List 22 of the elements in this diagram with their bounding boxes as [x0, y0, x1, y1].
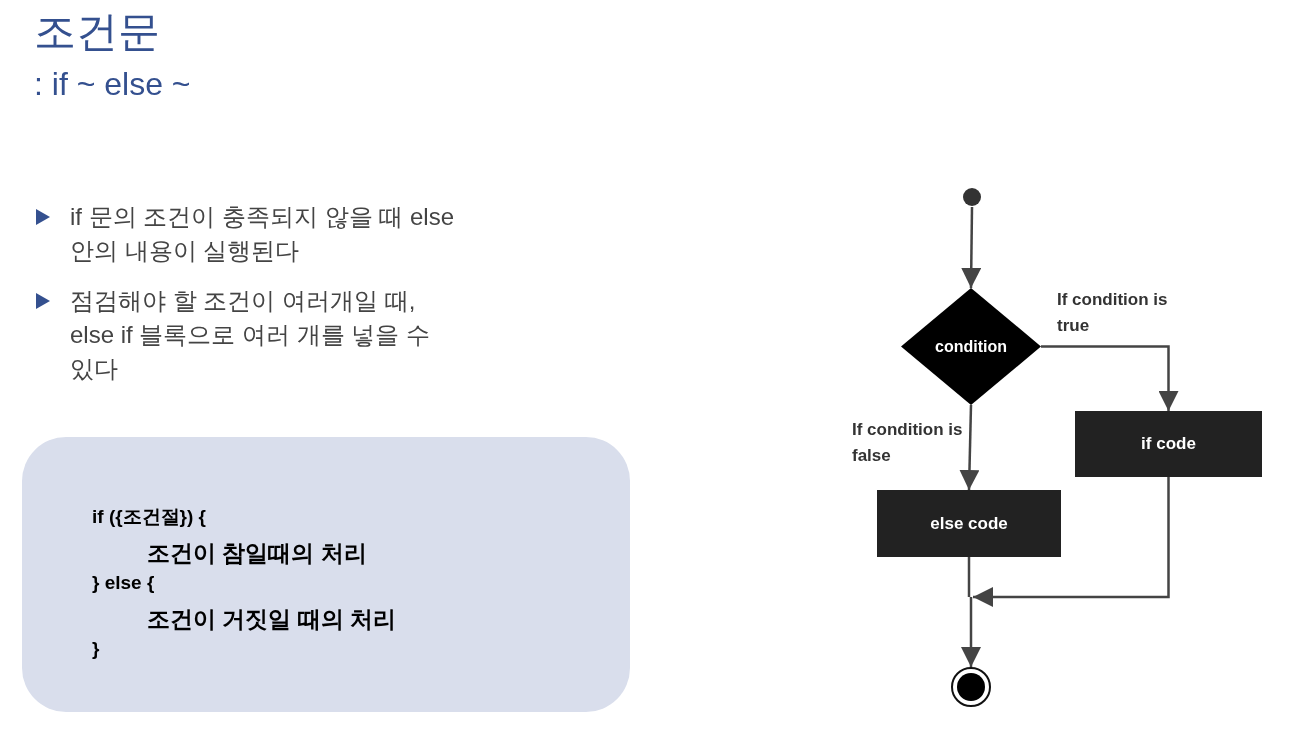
code-line: } else { — [92, 571, 155, 595]
bullet-text: if 문의 조건이 충족되지 않을 때 else 안의 내용이 실행된다 — [70, 202, 456, 266]
end-node — [951, 667, 991, 707]
code-line: } — [92, 637, 100, 661]
process-box: else code — [877, 490, 1061, 557]
code-line: if ({조건절}) { — [92, 505, 206, 529]
code-line: 조건이 거짓일 때의 처리 — [147, 605, 397, 634]
edge-label: If condition is true — [1057, 289, 1169, 337]
title: 조건문 — [34, 7, 160, 57]
edge-label: If condition is false — [852, 419, 964, 467]
arrow — [1041, 345, 1179, 411]
arrow — [961, 597, 981, 667]
code-panel — [22, 437, 630, 712]
arrow — [961, 207, 982, 288]
bullet-text: 점검해야 할 조건이 여러개일 때, else if 블록으로 여러 개를 넣을 수 있다 — [70, 286, 432, 384]
process-box: if code — [1075, 411, 1262, 477]
arrow — [973, 477, 1170, 607]
arrow — [959, 404, 980, 491]
decision-diamond: condition — [901, 288, 1041, 405]
start-node — [963, 188, 981, 206]
code-line: 조건이 참일때의 처리 — [147, 539, 367, 568]
subtitle: : if ~ else ~ — [34, 65, 191, 104]
